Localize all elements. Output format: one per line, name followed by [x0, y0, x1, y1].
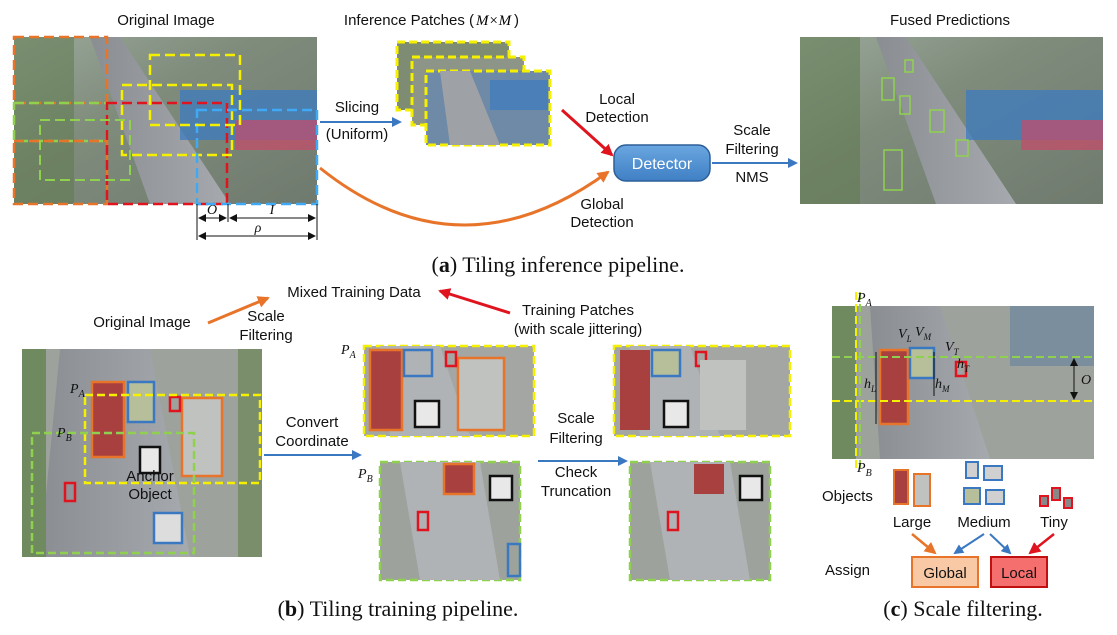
check-label-2: Truncation — [541, 483, 611, 500]
patch-b-right — [628, 460, 772, 582]
fused-predictions-label: Fused Predictions — [890, 12, 1010, 29]
nms-label: NMS — [735, 169, 768, 186]
check-label-1: Check — [555, 464, 598, 481]
pb-mid-label: PB — [357, 467, 373, 485]
global-detection-arrow — [319, 166, 610, 227]
medium-label: Medium — [957, 514, 1010, 531]
convert-label-2: Coordinate — [275, 433, 348, 450]
training-source-image — [22, 349, 262, 557]
detector-box — [613, 144, 711, 182]
inference-patches-label: Inference Patches ( — [344, 12, 474, 29]
uniform-label: (Uniform) — [326, 126, 389, 143]
global-box — [911, 556, 979, 588]
caption-c: (c) Scale filtering. — [883, 596, 1042, 621]
dimension-annotation — [196, 204, 318, 240]
objects-label: Objects — [822, 488, 873, 505]
tiny-label: Tiny — [1040, 514, 1068, 531]
caption-b: (b) Tiling training pipeline. — [278, 596, 519, 621]
original-to-mixed-arrow — [207, 296, 270, 325]
patches-to-mixed-arrow — [438, 288, 511, 315]
vm-label: VM — [915, 325, 932, 342]
global-label: Global — [923, 565, 966, 582]
scale2-label-1: Scale — [557, 410, 595, 427]
pa-mid-label: PA — [340, 343, 357, 361]
fused-predictions-thumbnail — [800, 37, 1103, 204]
pa-c-label: PA — [856, 291, 873, 309]
patch-a-right — [612, 344, 792, 438]
scale-filtering-label-2: Filtering — [725, 141, 778, 158]
dim-i-label: I — [269, 203, 276, 218]
local-detection-label-2: Detection — [585, 109, 648, 126]
assign-label: Assign — [825, 562, 870, 579]
pb-c-label: PB — [856, 461, 872, 479]
anchor-label-1: Anchor — [126, 468, 174, 485]
hl-label: hL — [864, 377, 876, 394]
tiny-objects-icon — [1039, 487, 1073, 509]
convert-label-1: Convert — [286, 414, 339, 431]
pa-label: PA — [69, 382, 86, 400]
training-patches-label-2: (with scale jittering) — [514, 321, 642, 338]
scale-filtering-b-label-1: Scale — [247, 308, 285, 325]
dim-rho-label: ρ — [254, 221, 262, 236]
ht-label: hT — [957, 357, 970, 374]
o-c-label: O — [1081, 373, 1091, 388]
pb-label: PB — [56, 426, 72, 444]
anchor-label-2: Object — [128, 486, 172, 503]
caption-a: (a) Tiling inference pipeline. — [432, 252, 685, 277]
training-patches-label-1: Training Patches — [522, 302, 634, 319]
scale-filter-image — [832, 292, 1094, 470]
inference-patches-var: M×M — [475, 13, 513, 29]
scale2-label-2: Filtering — [549, 430, 602, 447]
inference-patches-suffix: ) — [514, 12, 519, 29]
hm-label: hM — [935, 377, 950, 394]
patch-a-middle — [362, 344, 536, 438]
medium-objects-icon — [963, 461, 1005, 505]
local-detection-label-1: Local — [599, 91, 635, 108]
mixed-training-data-label: Mixed Training Data — [287, 284, 421, 301]
tiny-to-local-arrow — [1028, 533, 1055, 555]
local-detection-arrow — [560, 108, 614, 157]
large-label: Large — [893, 514, 931, 531]
slicing-label: Slicing — [335, 99, 379, 116]
global-detection-label-2: Detection — [570, 214, 633, 231]
scale-filtering-b-label-2: Filtering — [239, 327, 292, 344]
large-to-global-arrow — [911, 533, 937, 555]
vt-label: VT — [945, 340, 960, 357]
original-image-label: Original Image — [117, 12, 215, 29]
large-objects-icon — [893, 469, 931, 507]
medium-to-global-arrow — [953, 533, 985, 555]
patch-b-middle — [378, 460, 522, 582]
local-label: Local — [1001, 565, 1037, 582]
dim-o-label: O — [207, 203, 217, 218]
scale-filtering-label-1: Scale — [733, 122, 771, 139]
medium-to-local-arrow — [989, 533, 1012, 555]
inference-patch-stack — [395, 40, 552, 147]
global-detection-label-1: Global — [580, 196, 623, 213]
detector-label: Detector — [632, 156, 693, 173]
local-box — [990, 556, 1048, 588]
original-image-thumbnail — [12, 35, 319, 206]
original-image-b-label: Original Image — [93, 314, 191, 331]
vl-label: VL — [898, 327, 912, 344]
